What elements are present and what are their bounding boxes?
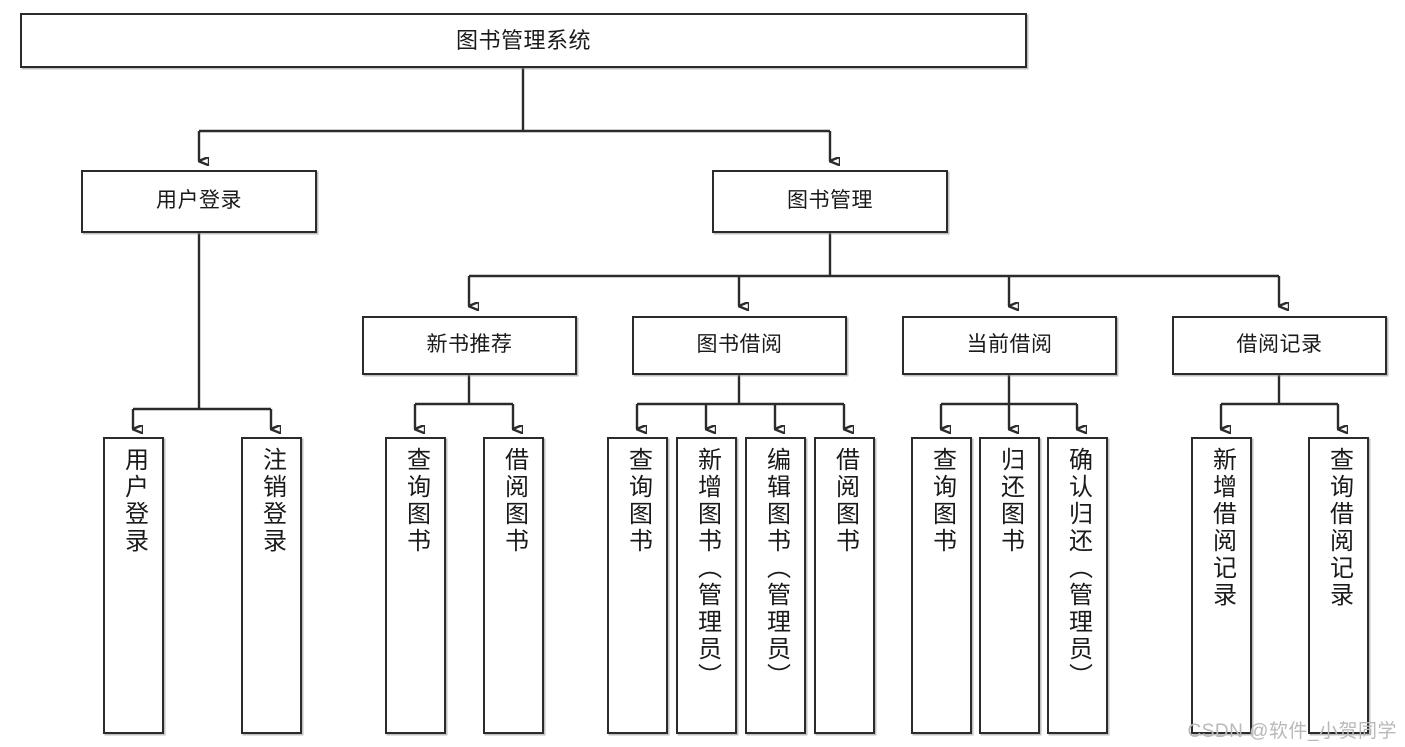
node-leaf-user-login[interactable]: 用户登录 (103, 437, 164, 734)
node-label: 新书推荐 (426, 333, 513, 357)
node-current-borrow[interactable]: 当前借阅 (902, 316, 1117, 375)
node-label: 新增借阅记录 (1208, 447, 1236, 609)
node-leaf-query-book-borrow[interactable]: 查询图书 (607, 437, 668, 734)
node-label: 确认归还（管理员） (1064, 447, 1092, 690)
node-label: 借阅图书 (831, 447, 859, 555)
node-root-book-management-system[interactable]: 图书管理系统 (20, 13, 1027, 68)
node-book-borrow[interactable]: 图书借阅 (632, 316, 847, 375)
node-label: 查询图书 (402, 447, 430, 555)
node-label: 查询图书 (928, 447, 956, 555)
node-book-manage[interactable]: 图书管理 (712, 170, 948, 233)
node-label: 新增图书（管理员） (693, 447, 721, 690)
node-leaf-user-logout[interactable]: 注销登录 (241, 437, 302, 734)
node-leaf-borrow-book-recommend[interactable]: 借阅图书 (483, 437, 544, 734)
node-label: 当前借阅 (966, 333, 1053, 357)
node-leaf-query-book-current[interactable]: 查询图书 (911, 437, 972, 734)
node-label: 图书管理系统 (455, 27, 591, 53)
node-label: 用户登录 (120, 447, 148, 555)
node-new-book-recommend[interactable]: 新书推荐 (362, 316, 577, 375)
node-leaf-borrow-book[interactable]: 借阅图书 (814, 437, 875, 734)
node-leaf-confirm-return[interactable]: 确认归还（管理员） (1047, 437, 1108, 734)
node-label: 借阅记录 (1236, 333, 1323, 357)
node-leaf-add-borrow-record[interactable]: 新增借阅记录 (1191, 437, 1252, 734)
node-label: 查询借阅记录 (1325, 447, 1353, 609)
node-label: 图书借阅 (696, 333, 783, 357)
watermark: CSDN @软件_小贺同学 (1187, 721, 1397, 742)
node-leaf-add-book[interactable]: 新增图书（管理员） (676, 437, 737, 734)
node-label: 注销登录 (258, 447, 286, 555)
node-leaf-query-borrow-record[interactable]: 查询借阅记录 (1308, 437, 1369, 734)
node-borrow-record[interactable]: 借阅记录 (1172, 316, 1387, 375)
node-label: 编辑图书（管理员） (762, 447, 790, 690)
node-label: 归还图书 (996, 447, 1024, 555)
node-leaf-return-book[interactable]: 归还图书 (979, 437, 1040, 734)
node-label: 查询图书 (624, 447, 652, 555)
node-label: 图书管理 (787, 189, 873, 213)
node-label: 用户登录 (156, 189, 242, 213)
node-leaf-edit-book[interactable]: 编辑图书（管理员） (745, 437, 806, 734)
node-label: 借阅图书 (500, 447, 528, 555)
node-user-login[interactable]: 用户登录 (81, 170, 317, 233)
node-leaf-query-book-recommend[interactable]: 查询图书 (385, 437, 446, 734)
